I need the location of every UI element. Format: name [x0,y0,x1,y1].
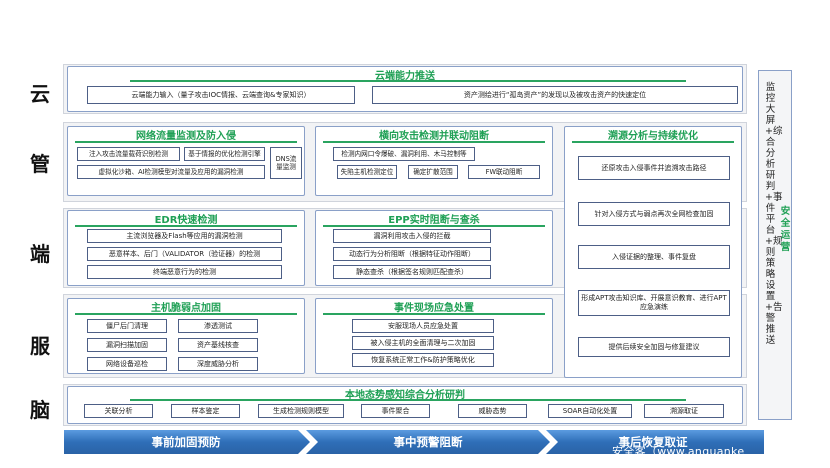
edr-behavior-detect: 终端恶意行为的检测 [87,265,282,279]
side-ops-title: 安全运营 [780,206,791,253]
phase-arrows-svg [64,430,764,454]
phase-arrow-after [546,430,764,454]
trace-item-1: 还原攻击入侵事件并追溯攻击路径 [578,156,730,180]
incident-title-bar [323,313,545,315]
net-intel-engine: 基于情报的优化检测引擎 [184,147,265,161]
net-injection-detect: 注入攻击流量载荷识别检测 [77,147,180,161]
lateral-compromised-host: 失陷主机检测定位 [337,165,397,179]
trace-title: 溯源分析与持续优化 [608,131,698,142]
host-title: 主机脆弱点加固 [151,303,221,314]
host-item-4: 资产基线核查 [178,338,258,352]
epp-static-scan: 静态查杀（根据签名规则匹配查杀） [333,265,491,279]
net-dns-monitor: DNS流量监测 [270,147,302,179]
phase-arrow-before [64,430,310,454]
net-sandbox-ai: 虚拟化沙箱、AI检测模型对流量及应用的漏洞检测 [77,165,265,179]
lateral-detect: 检测内网口令爆破、漏洞利用、木马控制等 [333,147,475,161]
row-label-service: 服 [30,334,50,358]
watermark-text: 安全客（www.anquanke [612,445,745,458]
cloud-asset-mapping: 资产测绘进行“孤岛资产”的发现以及被攻击资产的快速定位 [372,86,738,104]
lateral-title: 横向攻击检测并联动阻断 [379,131,489,142]
host-item-2: 渗透测试 [178,319,258,333]
net-title-bar [75,141,297,143]
lateral-spread-range: 确定扩散范围 [408,165,458,179]
lateral-panel [315,126,553,196]
host-item-1: 僵尸后门清理 [87,319,167,333]
epp-dynamic-block: 动态行为分析阻断（根据特征动作阻断） [333,247,491,261]
row-label-pipe: 管 [30,152,50,176]
brain-item-3: 生成检测规则模型 [258,404,344,418]
brain-item-1: 关联分析 [84,404,153,418]
epp-title-bar [323,225,545,227]
lateral-fw-block: FW联动阻断 [468,165,540,179]
trace-item-4: 形成APT攻击知识库、开展意识教育、进行APT应急演练 [578,290,730,316]
brain-item-5: 威胁态势 [458,404,527,418]
phase-label-after: 事后恢复取证 [618,435,688,449]
phase-arrow-during [306,430,550,454]
host-title-bar [75,313,297,315]
row-label-cloud: 云 [30,82,50,106]
brain-title-bar [130,399,686,401]
host-item-3: 漏洞扫描加固 [87,338,167,352]
brain-item-4: 事件聚合 [361,404,430,418]
incident-item-1: 安服现场人员应急处置 [352,319,494,333]
side-ops-text: 监控大屏+综合分析研判+事件平台+规则策略设置+告警推送 [765,82,783,346]
trace-item-3: 入侵证据的整理、事件复盘 [578,245,730,269]
brain-item-2: 样本鉴定 [171,404,240,418]
brain-title: 本地态势感知综合分析研判 [345,390,465,401]
incident-item-3: 恢复系统正常工作&防护策略优化 [352,353,494,367]
trace-item-2: 针对入侵方式与弱点再次全网检查加固 [578,202,730,226]
trace-item-5: 提供后续安全加固与修复建议 [578,337,730,357]
side-ops-panel [758,70,792,420]
phase-label-during: 事中预警阻断 [393,435,463,449]
cloud-title: 云端能力推送 [375,71,435,82]
epp-title: EPP实时阻断与查杀 [388,215,480,226]
net-panel [67,126,305,196]
edr-malware-backdoor: 恶意样本、后门（VALIDATOR（验证器）的检测 [87,247,282,261]
cloud-capability-input: 云端能力输入（量子攻击IOC情报、云端查询&专家知识） [87,86,355,104]
incident-item-2: 被入侵主机的全面清理与二次加固 [352,336,494,350]
row-label-endpoint: 端 [30,242,50,266]
lateral-title-bar [323,141,545,143]
trace-title-bar [572,141,734,143]
epp-exploit-intercept: 漏洞利用攻击入侵的拦截 [333,229,491,243]
phase-label-before: 事前加固预防 [151,435,221,449]
edr-title-bar [75,225,297,227]
net-title: 网络流量监测及防入侵 [136,131,236,142]
host-item-5: 网络设备巡检 [87,357,167,371]
edr-title: EDR快速检测 [154,215,218,226]
brain-item-6: SOAR自动化处置 [548,404,632,418]
cloud-title-bar [130,80,686,82]
brain-item-7: 溯源取证 [644,404,724,418]
incident-title: 事件现场应急处置 [394,303,474,314]
row-label-brain: 脑 [30,398,50,422]
edr-browser-vuln: 主流浏览器及Flash等应用的漏洞检测 [87,229,282,243]
host-item-6: 深度威胁分析 [178,357,258,371]
